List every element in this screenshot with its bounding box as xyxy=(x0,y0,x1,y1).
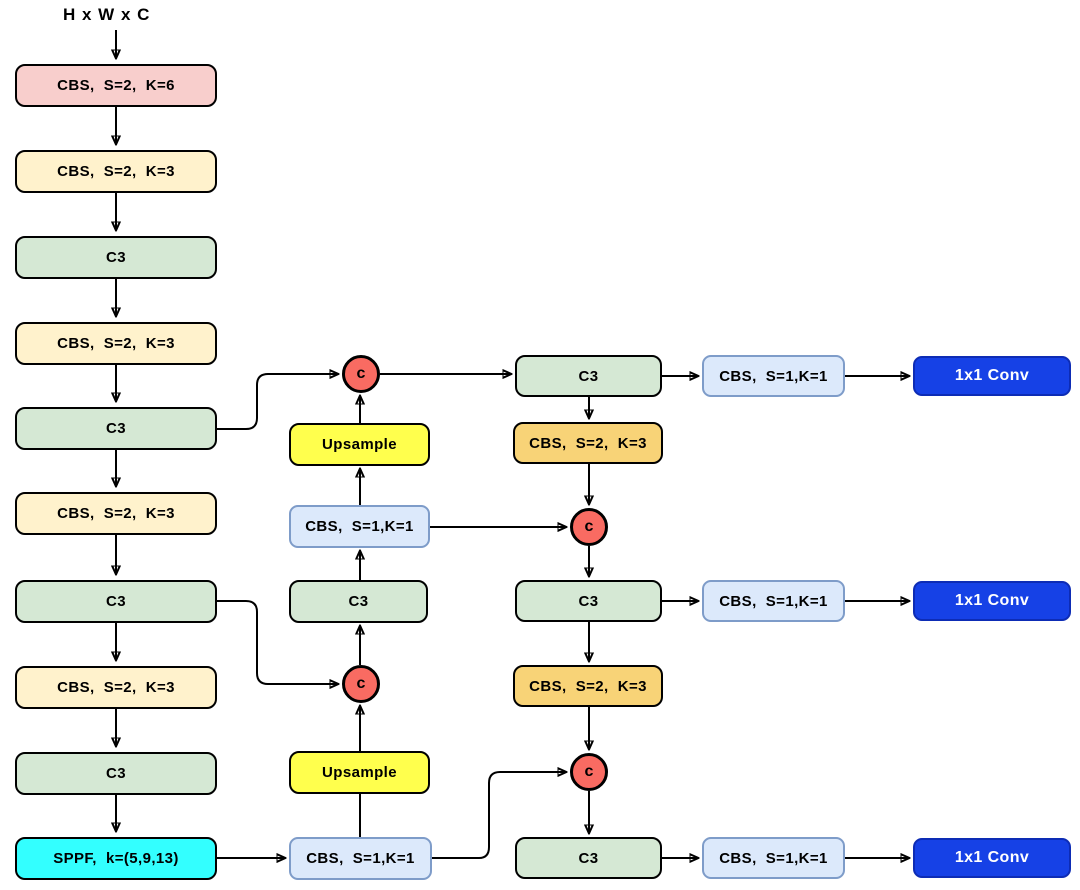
detect-conv-p3-box: 1x1 Conv xyxy=(913,356,1071,396)
backbone-cbs-box-1: CBS, S=2, K=3 xyxy=(15,150,217,193)
backbone-cbs-box-3: CBS, S=2, K=3 xyxy=(15,492,217,535)
arrow-cbslow-concat-p5 xyxy=(432,772,566,859)
backbone-c3-box-4: C3 xyxy=(15,752,217,795)
neck-upsample-high-box: Upsample xyxy=(289,423,430,466)
head-cbs-out-p3-box: CBS, S=1,K=1 xyxy=(702,355,845,397)
head-c3-p4-box: C3 xyxy=(515,580,662,622)
backbone-cbs-box-4: CBS, S=2, K=3 xyxy=(15,666,217,709)
backbone-cbs-stem-box: CBS, S=2, K=6 xyxy=(15,64,217,107)
detect-conv-p5-box: 1x1 Conv xyxy=(913,838,1071,878)
concat-node-p4-up: c xyxy=(342,355,380,393)
backbone-c3-box-2: C3 xyxy=(15,407,217,450)
backbone-cbs-box-2: CBS, S=2, K=3 xyxy=(15,322,217,365)
head-cbs-out-p4-box: CBS, S=1,K=1 xyxy=(702,580,845,622)
input-dimensions-label: H x W x C xyxy=(63,5,151,24)
head-cbs-out-p5-box: CBS, S=1,K=1 xyxy=(702,837,845,879)
backbone-c3-box-1: C3 xyxy=(15,236,217,279)
concat-node-p4-down: c xyxy=(570,508,608,546)
arrow-skip-p3 xyxy=(217,600,338,684)
detect-conv-p4-box: 1x1 Conv xyxy=(913,581,1071,621)
concat-node-p3-up: c xyxy=(342,665,380,703)
arrow-skip-p4 xyxy=(217,374,338,430)
head-cbs-down-p3-box: CBS, S=2, K=3 xyxy=(513,422,663,464)
concat-node-p5-down: c xyxy=(570,753,608,791)
backbone-sppf-box: SPPF, k=(5,9,13) xyxy=(15,837,217,880)
head-c3-p5-box: C3 xyxy=(515,837,662,879)
neck-cbs-mid-box: CBS, S=1,K=1 xyxy=(289,505,430,548)
head-cbs-down-p4-box: CBS, S=2, K=3 xyxy=(513,665,663,707)
neck-c3-mid-box: C3 xyxy=(289,580,428,623)
neck-upsample-low-box: Upsample xyxy=(289,751,430,794)
head-c3-p3-box: C3 xyxy=(515,355,662,397)
backbone-c3-box-3: C3 xyxy=(15,580,217,623)
neck-cbs-after-sppf-box: CBS, S=1,K=1 xyxy=(289,837,432,880)
